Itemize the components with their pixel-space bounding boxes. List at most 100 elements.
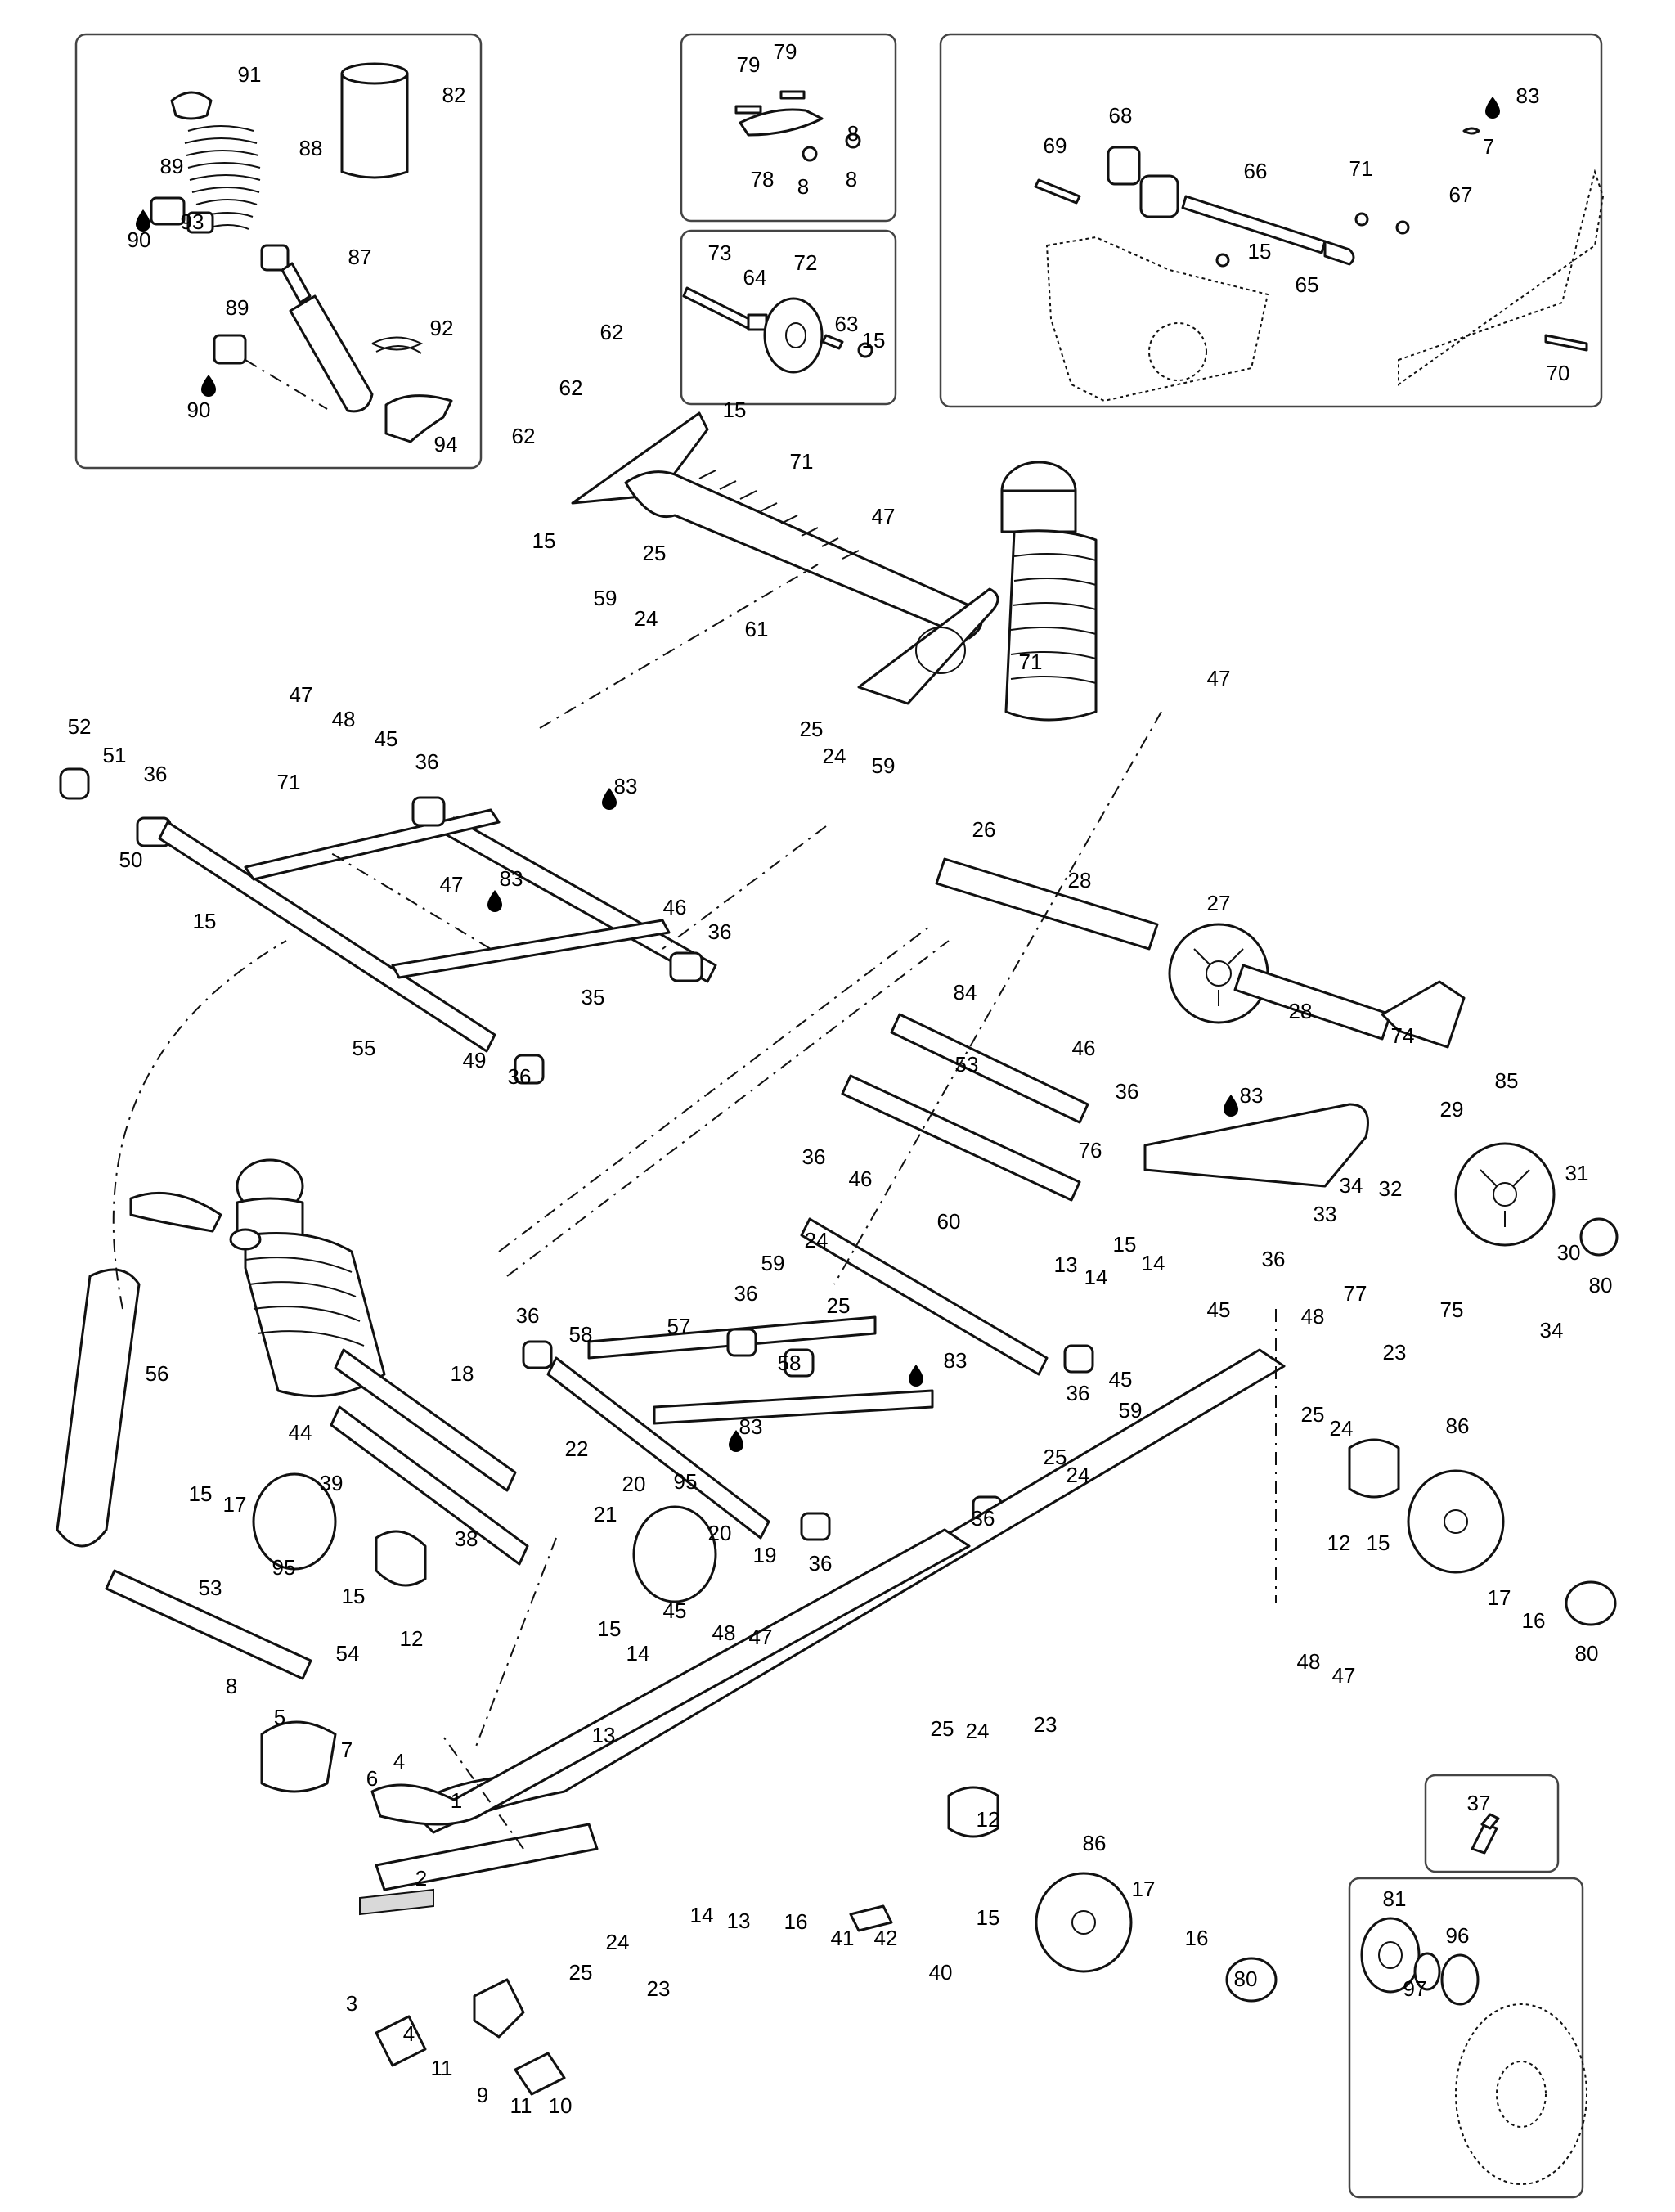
part-number-label: 86 xyxy=(1083,1831,1107,1855)
grease-drop-icon xyxy=(487,890,502,912)
part-number-label: 53 xyxy=(199,1576,222,1600)
part-number-label: 55 xyxy=(353,1036,376,1060)
part-number-label: 41 xyxy=(831,1926,855,1950)
part-number-label: 4 xyxy=(393,1749,405,1774)
part-number-label: 24 xyxy=(966,1719,990,1743)
part-number-label: 14 xyxy=(1084,1265,1108,1289)
part-number-label: 93 xyxy=(181,209,204,234)
part-number-label: 48 xyxy=(712,1621,736,1645)
part-number-label: 65 xyxy=(1296,272,1319,297)
part-number-label: 31 xyxy=(1565,1161,1589,1185)
part-number-label: 23 xyxy=(1383,1340,1407,1365)
part-number-label: 45 xyxy=(663,1598,687,1623)
part-number-label: 62 xyxy=(600,320,624,344)
main-shock-right xyxy=(1000,461,1098,722)
grease-drop-icon xyxy=(909,1365,923,1387)
part-number-label: 36 xyxy=(1067,1381,1090,1405)
leader-lines xyxy=(474,711,1277,1751)
part-number-label: 95 xyxy=(272,1555,296,1580)
part-number-label: 94 xyxy=(434,432,458,456)
part-number-label: 49 xyxy=(463,1048,487,1072)
part-number-label: 13 xyxy=(727,1909,751,1933)
part-number-label: 35 xyxy=(582,985,605,1009)
part-number-label: 36 xyxy=(516,1303,540,1328)
part-number-label: 14 xyxy=(1142,1251,1165,1275)
part-number-label: 1 xyxy=(451,1788,462,1813)
part-number-label: 66 xyxy=(1244,159,1268,183)
part-number-label: 8 xyxy=(797,174,809,199)
slide-rails xyxy=(105,850,1617,2096)
part-number-label: 70 xyxy=(1547,361,1570,385)
part-number-label: 16 xyxy=(784,1909,808,1934)
part-number-label: 47 xyxy=(440,872,464,897)
linkage-detail-parts xyxy=(1034,127,1605,402)
inset-linkage-detail xyxy=(939,33,1603,408)
part-number-label: 89 xyxy=(226,295,249,320)
part-number-label: 20 xyxy=(708,1521,732,1545)
part-number-label: 13 xyxy=(592,1723,616,1747)
part-number-label: 71 xyxy=(277,770,301,794)
part-number-label: 8 xyxy=(226,1674,237,1698)
part-number-label: 36 xyxy=(708,919,732,944)
idler-detail-parts xyxy=(682,286,873,374)
part-number-label: 67 xyxy=(1449,182,1473,207)
part-number-label: 78 xyxy=(751,167,775,191)
grease-drop-icon xyxy=(1485,97,1500,119)
part-number-label: 34 xyxy=(1340,1173,1363,1198)
part-number-label: 71 xyxy=(790,449,814,474)
part-number-label: 24 xyxy=(606,1930,630,1954)
part-number-label: 60 xyxy=(937,1209,961,1234)
part-number-label: 71 xyxy=(1349,156,1373,181)
part-number-label: 61 xyxy=(745,617,769,641)
part-number-label: 53 xyxy=(955,1052,979,1077)
part-number-label: 13 xyxy=(1054,1252,1078,1277)
part-number-label: 40 xyxy=(929,1960,953,1985)
part-number-label: 59 xyxy=(761,1251,785,1275)
part-number-label: 36 xyxy=(809,1551,833,1576)
grease-drop-icons xyxy=(136,97,1500,1452)
part-number-label: 6 xyxy=(366,1766,378,1791)
part-number-label: 24 xyxy=(635,606,658,631)
part-number-label: 8 xyxy=(846,167,857,191)
part-number-label: 45 xyxy=(1207,1297,1231,1322)
part-number-label: 25 xyxy=(1301,1402,1325,1427)
part-number-label: 25 xyxy=(800,717,824,741)
bracket-detail-parts xyxy=(734,90,861,162)
part-number-label: 73 xyxy=(708,241,732,265)
part-number-label: 46 xyxy=(663,895,687,919)
part-number-label: 15 xyxy=(532,528,556,553)
part-number-label: 64 xyxy=(743,265,767,290)
grease-drop-icon xyxy=(201,375,216,397)
rear-axle-assembly xyxy=(935,857,1619,1257)
part-number-label: 36 xyxy=(144,762,168,786)
rear-arm-assembly xyxy=(539,411,999,729)
part-number-label: 25 xyxy=(827,1293,851,1318)
part-number-label: 84 xyxy=(954,980,977,1005)
part-number-label: 16 xyxy=(1185,1926,1209,1950)
part-number-label: 33 xyxy=(1314,1202,1337,1226)
part-number-label: 18 xyxy=(451,1361,474,1386)
part-number-label: 36 xyxy=(508,1064,532,1089)
part-number-label: 92 xyxy=(430,316,454,340)
part-number-label: 59 xyxy=(1119,1398,1143,1423)
grease-drop-icon xyxy=(729,1430,743,1452)
part-number-label: 68 xyxy=(1109,103,1133,128)
part-number-label: 36 xyxy=(1262,1247,1286,1271)
part-number-label: 45 xyxy=(1109,1367,1133,1391)
part-number-label: 96 xyxy=(1446,1923,1470,1948)
part-number-label: 15 xyxy=(1367,1531,1390,1555)
part-number-label: 5 xyxy=(274,1705,285,1729)
part-number-label: 39 xyxy=(320,1471,344,1495)
part-number-label: 90 xyxy=(187,398,211,422)
part-number-label: 17 xyxy=(1132,1877,1156,1901)
part-number-label: 83 xyxy=(944,1348,968,1373)
part-number-label: 52 xyxy=(68,714,92,739)
part-number-label: 25 xyxy=(931,1716,954,1741)
part-number-label: 14 xyxy=(626,1641,650,1666)
part-number-label: 15 xyxy=(1248,239,1272,263)
part-number-label: 14 xyxy=(690,1903,714,1927)
part-number-label: 47 xyxy=(290,682,313,707)
part-number-label: 47 xyxy=(1332,1663,1356,1688)
part-number-label: 16 xyxy=(1522,1608,1546,1633)
part-number-label: 15 xyxy=(598,1616,622,1641)
